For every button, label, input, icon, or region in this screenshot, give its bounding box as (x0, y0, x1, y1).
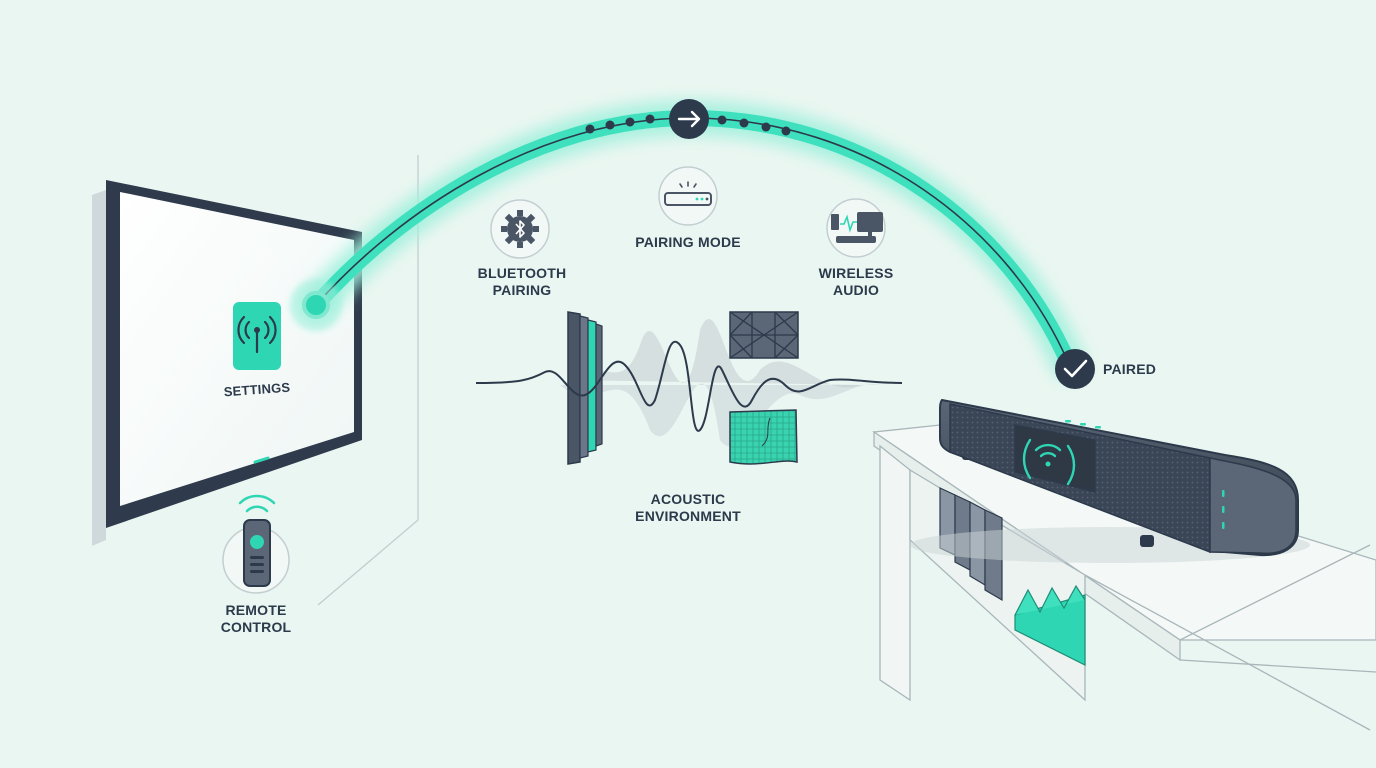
paired-label: PAIRED (1103, 361, 1157, 377)
sound-wave (475, 341, 903, 432)
acoustic-environment-label-line2: ENVIRONMENT (635, 508, 741, 524)
bluetooth-pairing-label-line2: PAIRING (492, 282, 552, 298)
television (92, 180, 362, 546)
router-icon (664, 181, 712, 206)
pairing-mode-node (658, 166, 718, 226)
acoustic-panels (567, 311, 603, 465)
pairing-mode-label: PAIRING MODE (635, 234, 741, 250)
wireless-audio-label-line1: WIRELESS (818, 265, 894, 281)
wireless-audio-label-line2: AUDIO (832, 282, 880, 298)
connection-arc (290, 99, 1085, 379)
remote-control-label: REMOTE CONTROL (206, 602, 306, 636)
remote-control-label-line1: REMOTE (225, 602, 287, 618)
acoustic-environment-label: ACOUSTIC ENVIRONMENT (623, 491, 753, 525)
signal-broadcast-icon (237, 315, 277, 354)
acoustic-environment-label-line1: ACOUSTIC (650, 491, 726, 507)
bluetooth-pairing-label-line1: BLUETOOTH (477, 265, 567, 281)
settings-app (233, 302, 281, 370)
wireless-audio-label: WIRELESS AUDIO (806, 265, 906, 299)
checkmark-icon (1055, 349, 1095, 389)
diffuser-panel (729, 311, 799, 359)
remote-control (222, 494, 290, 594)
wireless-audio-node (826, 198, 886, 258)
arrow-right-icon (669, 99, 709, 139)
cabinet-foam (1014, 584, 1086, 666)
acoustic-environment (475, 311, 903, 465)
remote-signal-icon (238, 494, 276, 513)
bluetooth-gear-icon (501, 210, 539, 248)
wifi-icon (1022, 438, 1076, 486)
soundbar (910, 398, 1310, 563)
arc-dots (585, 114, 791, 136)
bluetooth-pairing-node (490, 199, 550, 259)
remote-control-icon (243, 519, 271, 587)
bluetooth-pairing-label: BLUETOOTH PAIRING (467, 265, 577, 299)
soundbar-leds (1065, 420, 1225, 529)
fabric-panel (729, 409, 798, 465)
monitor-audio-icon (831, 212, 883, 243)
remote-control-label-line2: CONTROL (220, 619, 292, 635)
